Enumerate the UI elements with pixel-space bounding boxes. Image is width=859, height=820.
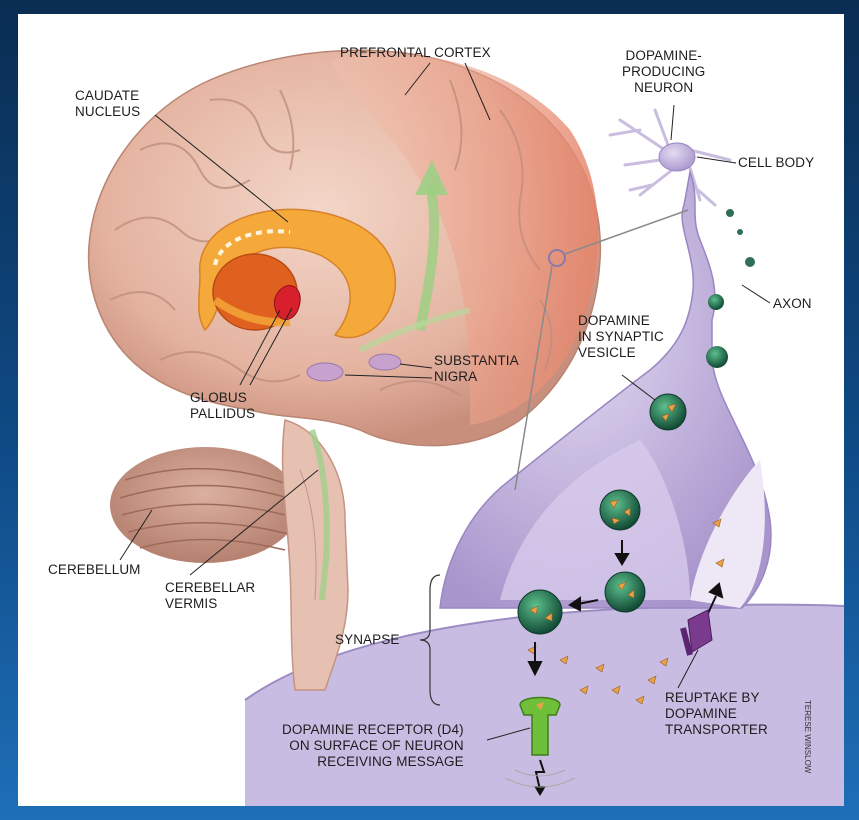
label-synapse: SYNAPSE xyxy=(335,632,399,648)
label-cell-body: CELL BODY xyxy=(738,155,814,171)
label-prefrontal-cortex: PREFRONTAL CORTEX xyxy=(340,45,491,61)
label-substantia-nigra: SUBSTANTIA NIGRA xyxy=(434,353,519,385)
artist-credit: TERESE WINSLOW xyxy=(803,700,812,773)
label-globus-pallidus: GLOBUS PALLIDUS xyxy=(190,390,255,422)
label-cerebellar-vermis: CEREBELLAR VERMIS xyxy=(165,580,255,612)
label-reuptake: REUPTAKE BY DOPAMINE TRANSPORTER xyxy=(665,690,768,738)
label-caudate-nucleus: CAUDATE NUCLEUS xyxy=(75,88,140,120)
label-dopamine-vesicle: DOPAMINE IN SYNAPTIC VESICLE xyxy=(578,313,664,361)
cerebellum xyxy=(110,447,300,563)
label-axon: AXON xyxy=(773,296,812,312)
label-dopamine-producing-neuron: DOPAMINE- PRODUCING NEURON xyxy=(622,48,705,96)
label-dopamine-receptor: DOPAMINE RECEPTOR (D4) ON SURFACE OF NEU… xyxy=(282,722,464,770)
label-cerebellum: CEREBELLUM xyxy=(48,562,141,578)
brainstem xyxy=(283,420,348,690)
